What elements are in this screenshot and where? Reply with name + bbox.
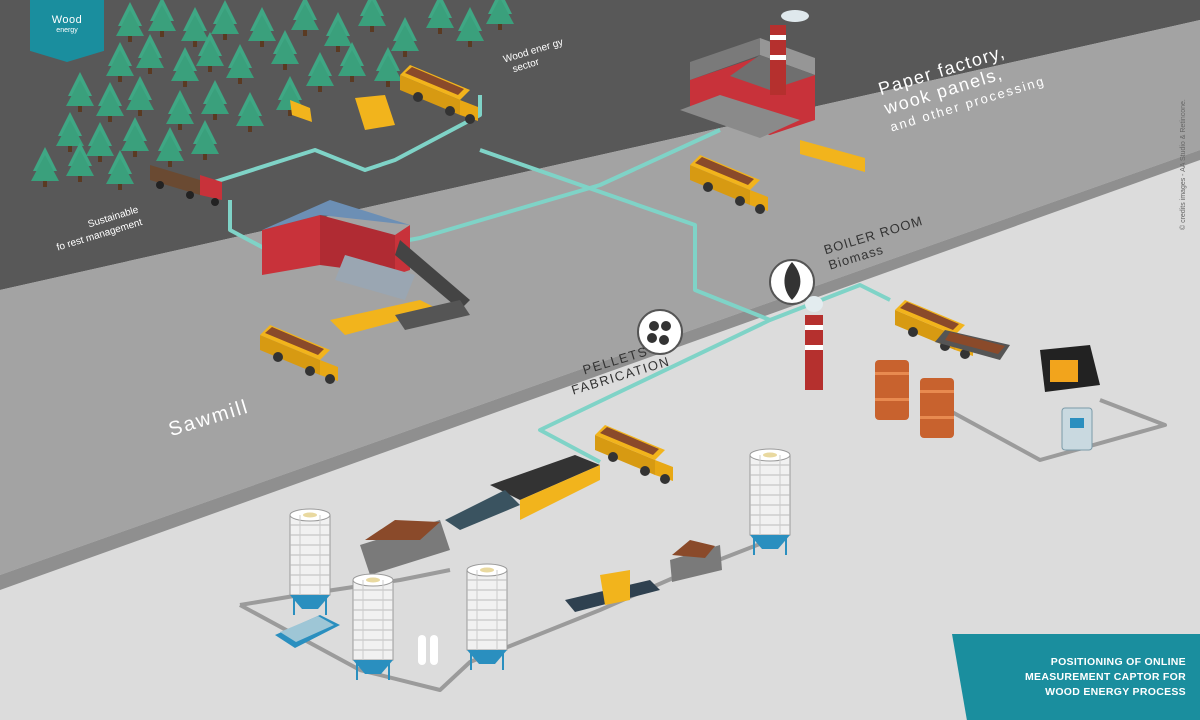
footer-line-1: POSITIONING OF ONLINE	[1050, 656, 1186, 668]
silo-2	[352, 573, 394, 681]
log-truck	[150, 165, 222, 206]
pellet-press	[565, 570, 660, 612]
silo-1	[289, 508, 331, 616]
silo-4	[749, 448, 791, 556]
image-credits: © credits images - AA Studio & Retincone…	[1180, 99, 1187, 230]
silo-3	[466, 563, 508, 671]
wood-energy-badge: Wood energy	[30, 0, 104, 62]
sawmill	[262, 200, 470, 310]
footer-line-3: WOOD ENERGY PROCESS	[1045, 686, 1186, 698]
boiler-flame-icon	[769, 259, 815, 305]
boiler-chimney	[805, 296, 823, 390]
industry-band	[0, 20, 1200, 575]
pellet-bags	[418, 635, 438, 665]
footer-line-2: MEASUREMENT CAPTOR FOR	[1025, 671, 1186, 683]
wood-chip-bin-2	[670, 540, 722, 582]
badge-subtitle: energy	[56, 27, 78, 34]
footer-title-box: POSITIONING OF ONLINE MEASUREMENT CAPTOR…	[952, 634, 1200, 720]
biomass-tray	[935, 330, 1010, 360]
measurement-captor	[1061, 407, 1093, 451]
band-edge	[0, 150, 1200, 590]
pipe-pellets	[538, 318, 771, 464]
wood-chip-bin-1	[360, 520, 450, 575]
boiler-tank-2	[920, 378, 954, 438]
pipe-forest-sawmill	[204, 95, 482, 187]
pellets-icon	[637, 309, 683, 355]
pellet-cooler	[275, 615, 340, 648]
pipe-hub-boiler	[479, 148, 891, 322]
boiler-furnace	[1040, 345, 1100, 392]
boiler-tank-1	[875, 360, 909, 420]
pellets-conveyor	[445, 455, 600, 530]
sawmill-saw-line	[330, 300, 470, 335]
paper-conveyor	[800, 140, 865, 172]
forest-loader	[290, 95, 395, 130]
badge-title: Wood	[51, 14, 83, 26]
paper-factory	[680, 10, 815, 138]
